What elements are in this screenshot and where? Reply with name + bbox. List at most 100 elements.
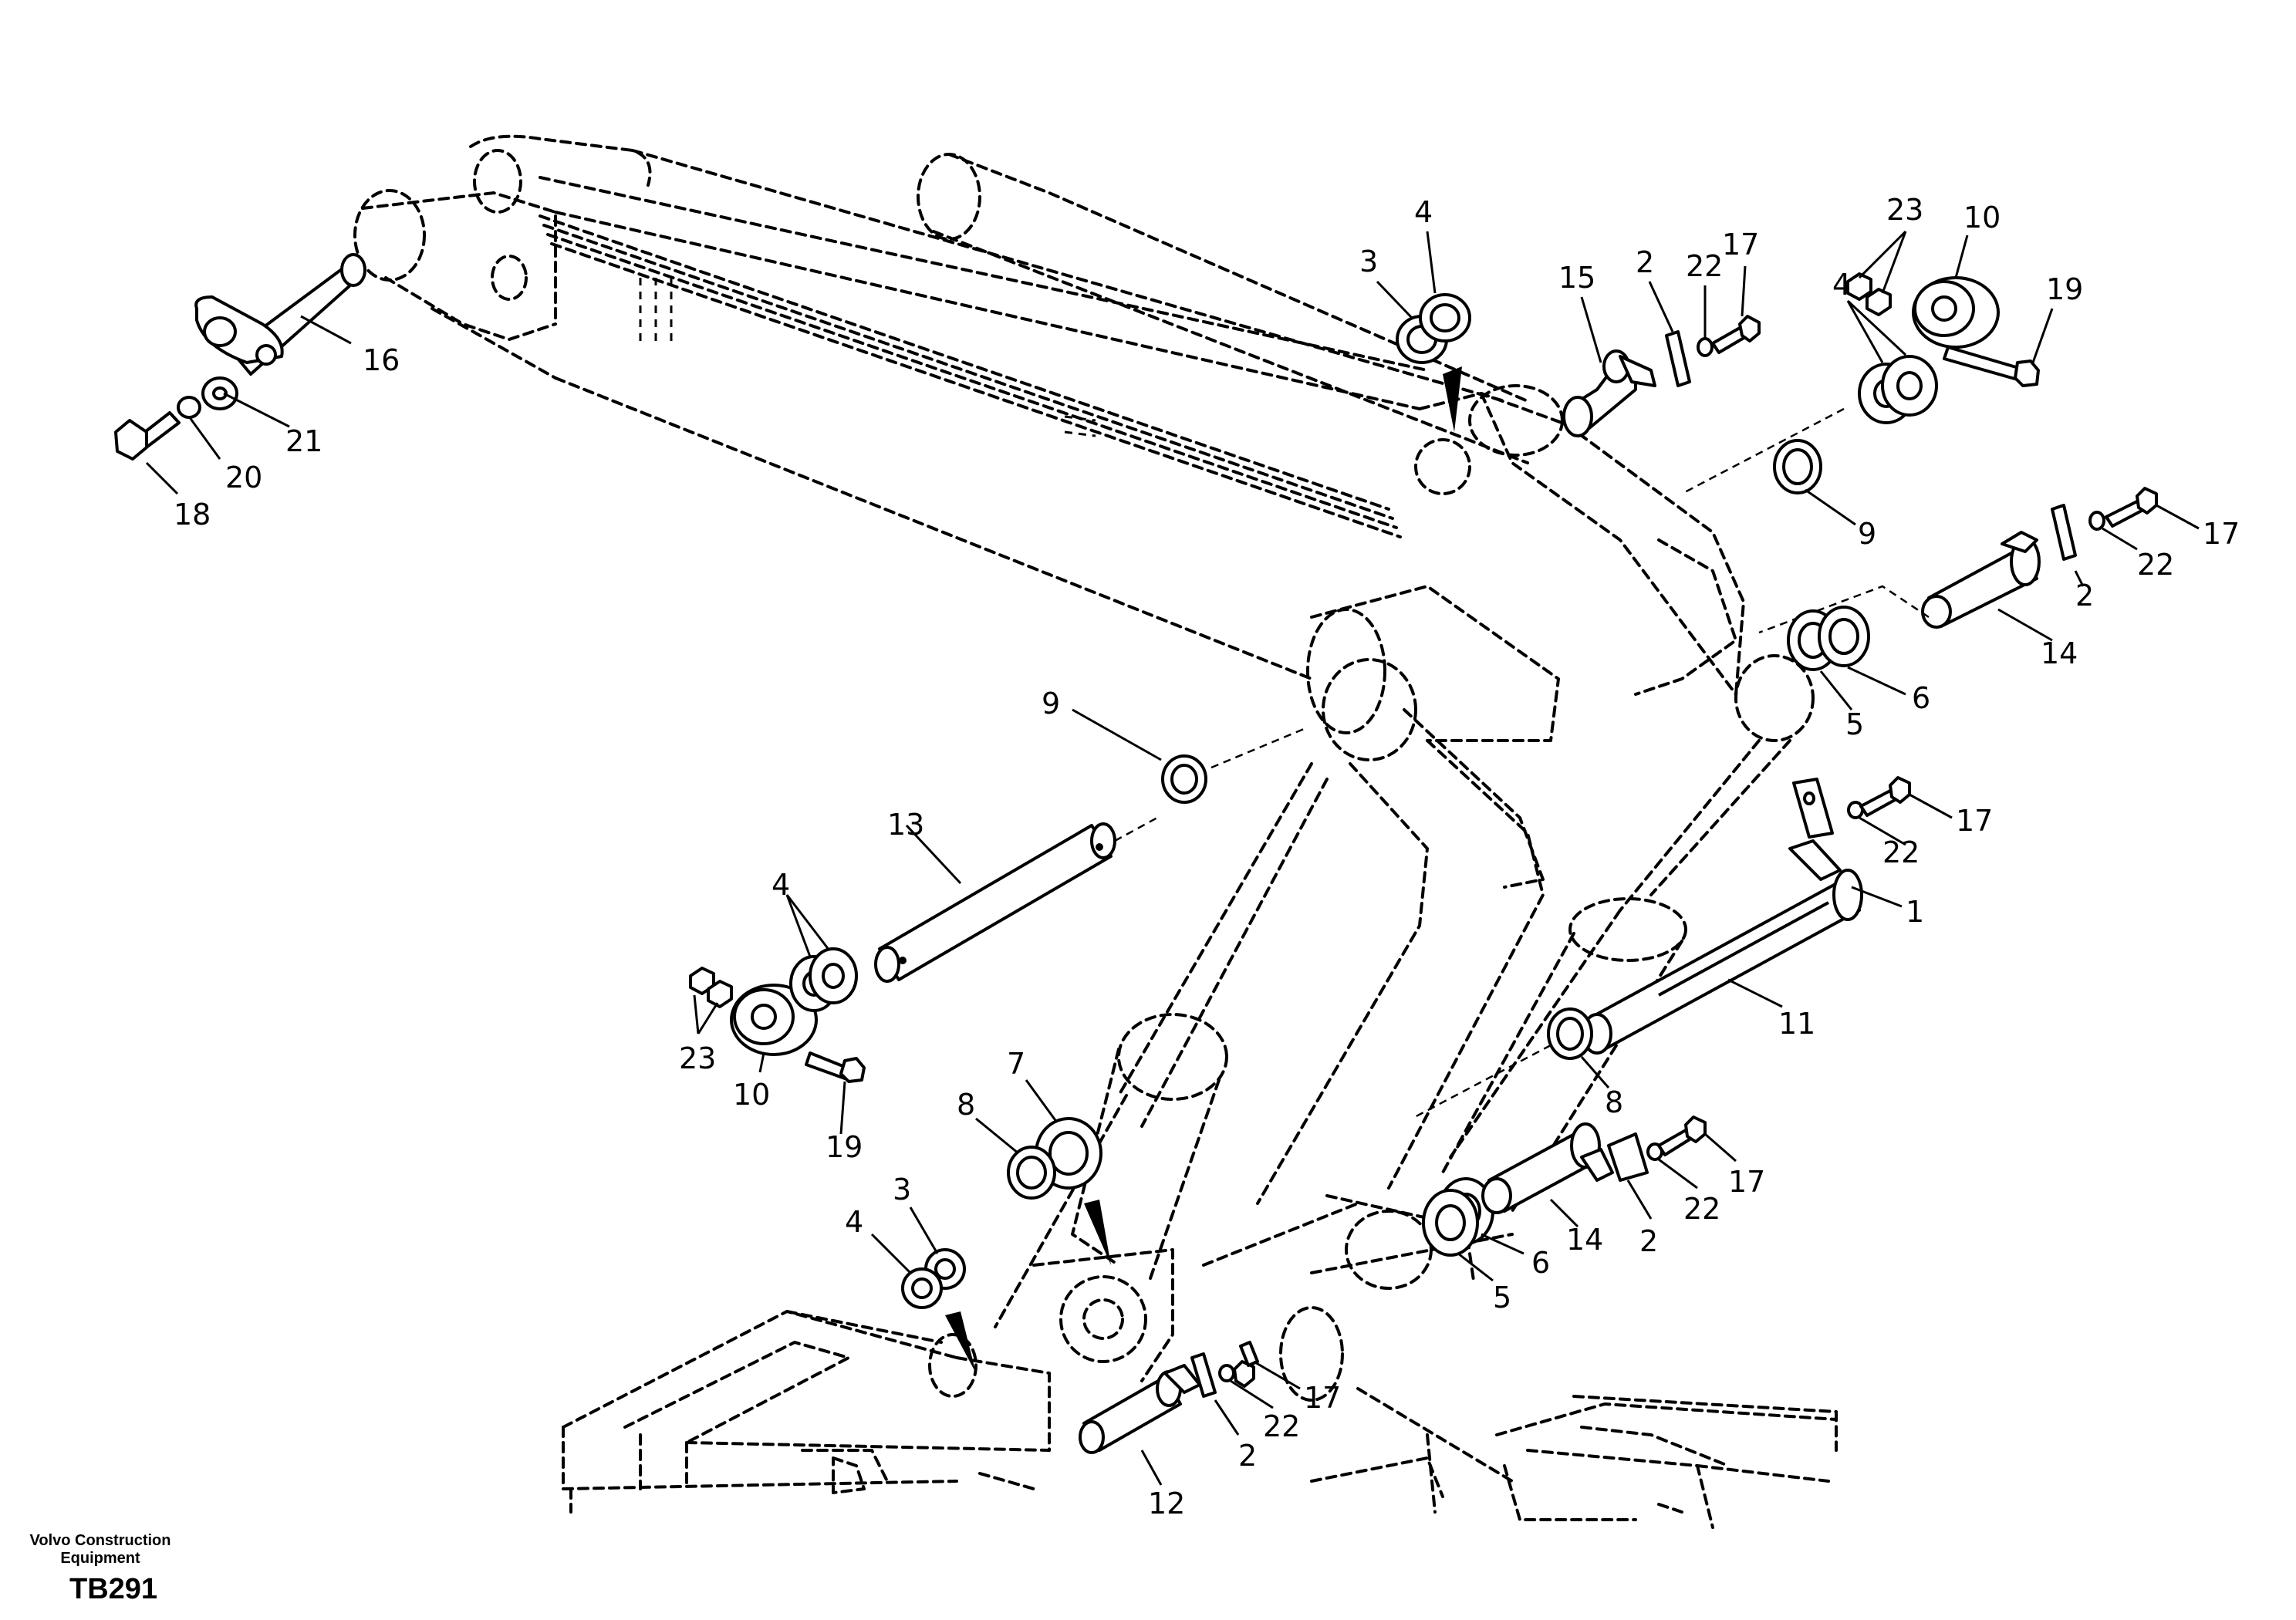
callout-3b: 3 [893,1173,911,1207]
part-17-bolt-lower [1657,1115,1707,1156]
leader-17b [2156,504,2200,530]
callout-3a: 3 [1359,245,1378,278]
part-22-washer-bottom [1218,1364,1235,1382]
leader-23a [1858,230,1907,294]
callout-12: 12 [1148,1487,1185,1520]
leader-14a [1997,608,2053,642]
leader-2c [1626,1180,1653,1220]
part-4-bushing-pair-left [789,947,858,1012]
leader-4c [785,894,831,957]
leader-16 [300,315,352,345]
callout-16: 16 [363,343,400,377]
footer: Volvo Construction Equipment TB291 [30,1532,171,1605]
leader-4d [870,1233,912,1274]
leader-10b [758,1052,765,1073]
part-4-bushing-pair-top [1858,355,1938,424]
callout-17a: 17 [1722,228,1759,262]
leader-22d [1658,1158,1698,1190]
part-2-lock-plate-top [1665,330,1691,387]
callout-6a: 6 [1912,681,1930,715]
callout-4a: 4 [1414,195,1433,229]
callout-7: 7 [1007,1047,1025,1081]
leader-3b [909,1207,939,1254]
callout-14a: 14 [2041,636,2078,670]
callout-1: 1 [1906,895,1924,929]
drawing-code: TB291 [69,1573,157,1605]
callout-6b: 6 [1531,1246,1550,1280]
leader-17d [1704,1132,1737,1163]
leader-5a [1819,670,1853,710]
part-8-shim-left [1007,1146,1056,1200]
leader-2d [1214,1399,1240,1436]
callout-9b: 9 [1042,687,1060,721]
leader-2a [1648,281,1674,332]
callout-2a: 2 [1636,245,1654,279]
part-22-washer-top [1697,337,1714,357]
part-16-pin [194,253,366,376]
callout-labels: 16 21 20 18 3 4 15 2 22 17 23 10 19 4 9 … [174,193,2240,1520]
part-20-lock-washer [177,396,201,419]
callout-2d: 2 [1238,1439,1257,1473]
leader-17a [1741,265,1747,317]
leader-9a [1805,488,1856,526]
pointer-bottom [945,1311,976,1373]
part-11-long-pin [1582,839,1863,1055]
leader-4a [1426,231,1437,294]
leader-8a [1580,1056,1610,1088]
part-1-lock-plate [1792,778,1834,839]
callout-10b: 10 [733,1078,770,1112]
leader-20 [187,416,221,460]
callout-17e: 17 [1304,1381,1341,1415]
leader-6b [1481,1233,1524,1255]
part-4-shim-top [1419,293,1471,343]
leader-15 [1580,296,1602,363]
callout-19b: 19 [826,1130,863,1164]
callout-9a: 9 [1858,517,1876,551]
company-line-1: Volvo Construction [30,1532,171,1549]
pointer-top [1443,366,1462,432]
leader-14b [1549,1198,1579,1228]
leader-22e [1230,1379,1274,1409]
leader-12 [1140,1450,1163,1486]
callout-21: 21 [285,424,322,458]
part-2-lock-plate-bottom [1190,1352,1217,1398]
pointer-mid [1084,1200,1111,1265]
callout-11: 11 [1778,1007,1815,1041]
callout-5b: 5 [1493,1281,1511,1315]
dash-lead-13 [1114,816,1158,842]
leader-6a [1847,666,1906,696]
leader-8b [975,1117,1019,1155]
callout-2c: 2 [1639,1224,1658,1258]
leader-9b [1072,708,1162,761]
leader-10a [1954,235,1969,278]
callout-22b: 22 [2137,548,2174,582]
part-19-bolt-top [1943,346,2040,387]
part-9-shim-center [1161,754,1207,804]
part-17-bolt-mid [1859,776,1911,817]
leader-13 [905,824,962,885]
callout-5a: 5 [1845,707,1864,741]
part-4-shim-bottom [901,1267,943,1309]
callout-19a: 19 [2046,272,2083,306]
leader-1 [1851,886,1903,908]
leader-17e [1253,1360,1301,1390]
callout-8b: 8 [957,1088,975,1122]
callout-18: 18 [174,498,211,532]
callout-22e: 22 [1263,1409,1300,1443]
part-23-nuts-top [1846,272,1892,316]
callout-2b: 2 [2075,579,2094,613]
part-5-bushing [1422,1189,1479,1257]
boom-outline [353,134,1838,1529]
leader-18 [145,461,179,495]
callout-22d: 22 [1683,1192,1720,1226]
part-23-nuts-left [689,967,733,1008]
part-15-pin [1562,349,1656,437]
leader-22b [2102,527,2138,551]
part-13-pin [874,822,1116,983]
dash-lead-top-right [1681,407,1845,495]
part-17-bolt-bottom [1233,1341,1259,1388]
leader-19a [2031,308,2054,363]
callout-4d: 4 [845,1205,863,1239]
callout-20: 20 [225,461,262,494]
part-14-pin-right [1921,531,2041,629]
